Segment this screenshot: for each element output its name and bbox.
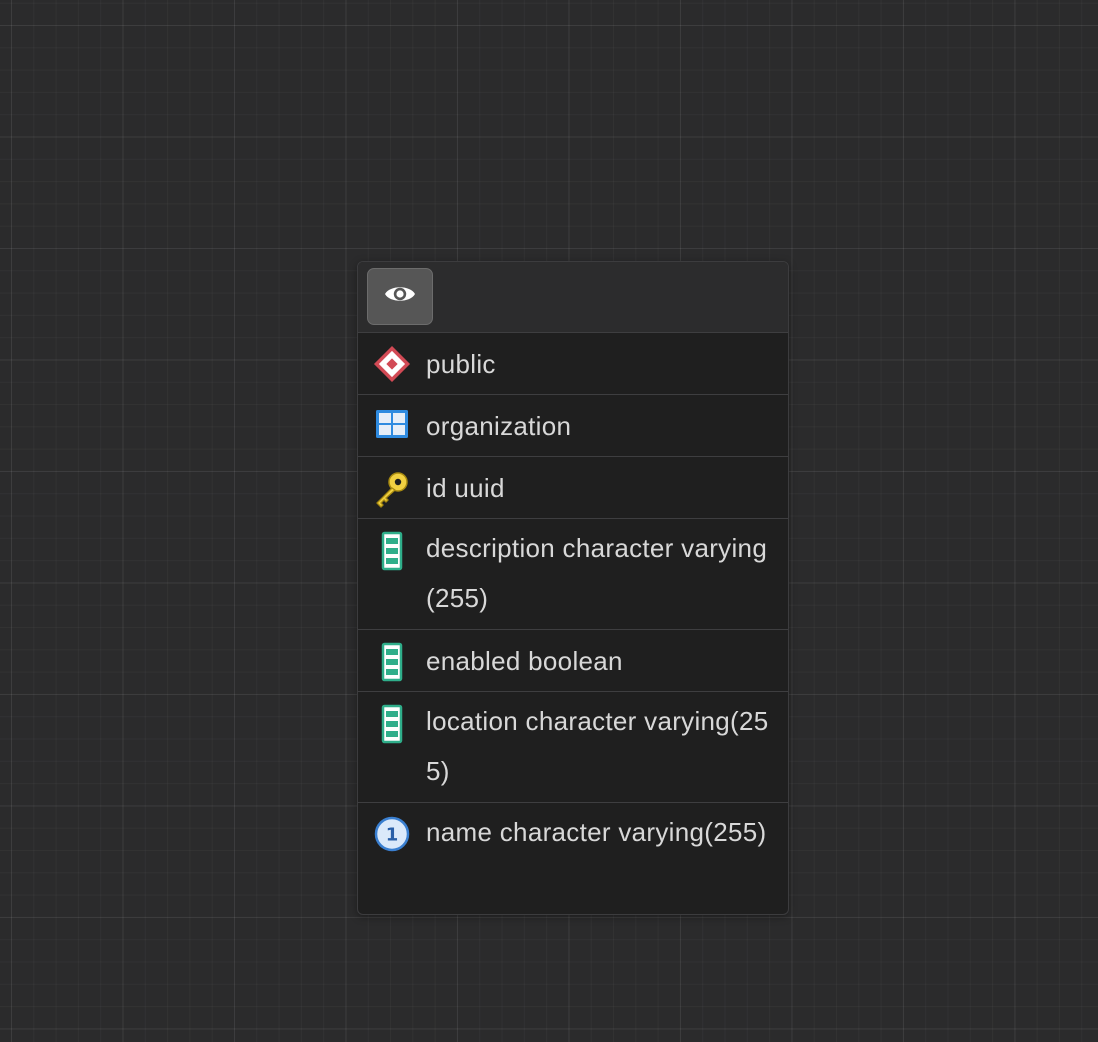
primary-key-icon [358, 457, 426, 509]
column-icon [358, 519, 426, 571]
column-label: enabled boolean [426, 646, 623, 676]
column-label: id uuid [426, 473, 505, 503]
row-column-enabled[interactable]: enabled boolean [358, 630, 788, 692]
unique-index-icon: 1 [358, 803, 426, 853]
row-schema[interactable]: public [358, 333, 788, 395]
entity-node[interactable]: public organization id uuid [357, 261, 789, 915]
view-toggle-button[interactable] [367, 268, 433, 325]
column-label: description character varying(255) [426, 533, 768, 613]
schema-diamond-icon [358, 333, 426, 383]
row-column-name[interactable]: 1 name character varying(255) [358, 803, 788, 914]
eye-icon [384, 282, 416, 311]
column-icon [358, 692, 426, 744]
row-column-location[interactable]: location character varying(255) [358, 692, 788, 803]
column-label: name character varying(255) [426, 817, 767, 847]
column-icon [358, 630, 426, 682]
column-label: location character varying(255) [426, 706, 769, 786]
table-label: organization [426, 411, 572, 441]
node-header [358, 262, 788, 333]
row-table[interactable]: organization [358, 395, 788, 457]
schema-label: public [426, 349, 496, 379]
row-column-description[interactable]: description character varying(255) [358, 519, 788, 630]
table-grid-icon [358, 395, 426, 441]
svg-text:1: 1 [386, 825, 399, 846]
row-column-id[interactable]: id uuid [358, 457, 788, 519]
